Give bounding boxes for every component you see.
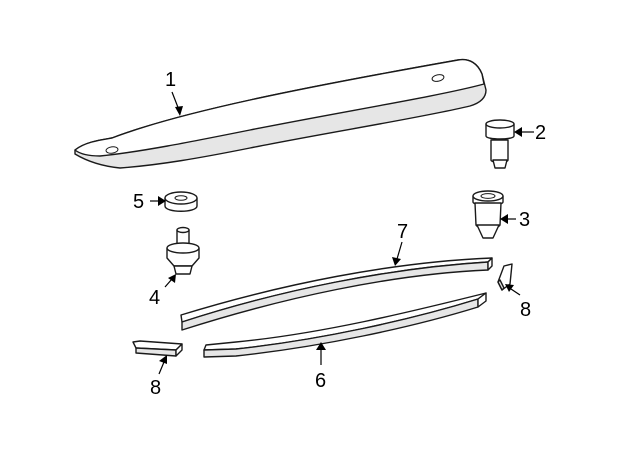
callout-7: 7: [397, 221, 408, 243]
part-4-stud: [166, 226, 200, 275]
leader-lines: [150, 91, 534, 375]
part-2-push-pin: [485, 119, 515, 169]
callout-2: 2: [535, 122, 546, 144]
callout-1: 1: [165, 69, 176, 91]
callout-5: 5: [133, 191, 144, 213]
part-6-seal: [203, 292, 487, 358]
part-5-washer: [164, 191, 198, 212]
callout-6: 6: [315, 370, 326, 392]
callout-4: 4: [149, 287, 160, 309]
callout-8-left: 8: [150, 377, 161, 399]
part-8-left-cap: [132, 340, 183, 357]
part-1-spoiler: [74, 58, 487, 169]
part-8-right-cap: [497, 263, 513, 291]
part-3-grommet: [472, 190, 504, 239]
part-7-seal: [180, 257, 493, 331]
callout-3: 3: [519, 209, 530, 231]
callout-8-right: 8: [520, 299, 531, 321]
